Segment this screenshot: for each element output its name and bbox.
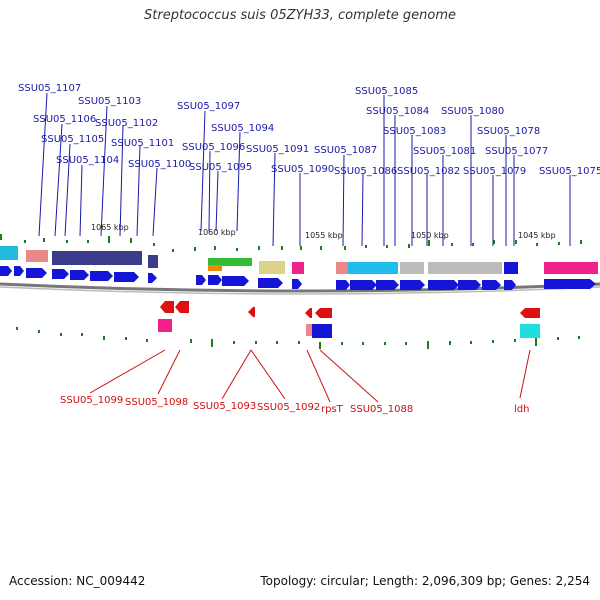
- lower-gene-labels: SSU05_1099 SSU05_1098 SSU05_1093 SSU05_1…: [60, 395, 529, 415]
- gc-content-ticks-lower: [16, 327, 580, 349]
- kbp-tick-1045: 1045 kbp: [518, 231, 556, 240]
- genome-stats-text: Topology: circular; Length: 2,096,309 bp…: [260, 574, 590, 588]
- lower-callout-lines: [89, 349, 531, 403]
- label-ssu05-1085: SSU05_1085: [355, 86, 418, 97]
- label-ssu05-1097: SSU05_1097: [177, 101, 240, 112]
- label-ssu05-1090: SSU05_1090: [271, 164, 334, 175]
- label-ssu05-1093: SSU05_1093: [193, 401, 256, 412]
- label-ldh: ldh: [514, 404, 529, 415]
- kbp-tick-labels: 1065 kbp 1060 kbp 1055 kbp 1050 kbp 1045…: [91, 223, 556, 240]
- lower-feature-track: [158, 319, 540, 338]
- gc-content-ticks-upper: [0, 234, 582, 252]
- label-ssu05-1077: SSU05_1077: [485, 146, 548, 157]
- label-ssu05-1087: SSU05_1087: [314, 145, 377, 156]
- label-ssu05-1075: SSU05_1075: [539, 166, 600, 177]
- reverse-gene-track: [160, 301, 540, 318]
- label-ssu05-1079: SSU05_1079: [463, 166, 526, 177]
- label-ssu05-1107: SSU05_1107: [18, 83, 81, 94]
- label-ssu05-1091: SSU05_1091: [246, 144, 309, 155]
- label-rpst: rpsT: [321, 404, 344, 415]
- map-title: Streptococcus suis 05ZYH33, complete gen…: [144, 8, 456, 23]
- label-ssu05-1098: SSU05_1098: [125, 397, 188, 408]
- label-ssu05-1080: SSU05_1080: [441, 106, 504, 117]
- label-ssu05-1102: SSU05_1102: [95, 118, 158, 129]
- genome-backbone: [0, 282, 600, 293]
- kbp-tick-1055: 1055 kbp: [305, 231, 343, 240]
- genome-backbone-shadow: [0, 286, 600, 295]
- accession-text: Accession: NC_009442: [9, 574, 146, 588]
- label-ssu05-1096: SSU05_1096: [182, 142, 245, 153]
- label-ssu05-1083: SSU05_1083: [383, 126, 446, 137]
- label-ssu05-1078: SSU05_1078: [477, 126, 540, 137]
- label-ssu05-1100: SSU05_1100: [128, 159, 191, 170]
- upper-gene-labels: SSU05_1107 SSU05_1106 SSU05_1105 SSU05_1…: [18, 83, 600, 177]
- label-ssu05-1101: SSU05_1101: [111, 138, 174, 149]
- upper-callout-lines: [38, 92, 571, 247]
- label-ssu05-1103: SSU05_1103: [78, 96, 141, 107]
- label-ssu05-1082: SSU05_1082: [397, 166, 460, 177]
- kbp-tick-1065: 1065 kbp: [91, 223, 129, 232]
- label-ssu05-1099: SSU05_1099: [60, 395, 123, 406]
- label-ssu05-1092: SSU05_1092: [257, 402, 320, 413]
- upper-feature-track: [0, 246, 598, 274]
- label-ssu05-1105: SSU05_1105: [41, 134, 104, 145]
- label-ssu05-1081: SSU05_1081: [413, 146, 476, 157]
- label-ssu05-1095: SSU05_1095: [189, 162, 252, 173]
- kbp-tick-1050: 1050 kbp: [411, 231, 449, 240]
- forward-gene-track: [0, 266, 596, 290]
- label-ssu05-1094: SSU05_1094: [211, 123, 274, 134]
- kbp-tick-1060: 1060 kbp: [198, 228, 236, 237]
- label-ssu05-1084: SSU05_1084: [366, 106, 429, 117]
- label-ssu05-1104: SSU05_1104: [56, 155, 119, 166]
- label-ssu05-1106: SSU05_1106: [33, 114, 96, 125]
- label-ssu05-1088: SSU05_1088: [350, 404, 413, 415]
- label-ssu05-1086: SSU05_1086: [334, 166, 397, 177]
